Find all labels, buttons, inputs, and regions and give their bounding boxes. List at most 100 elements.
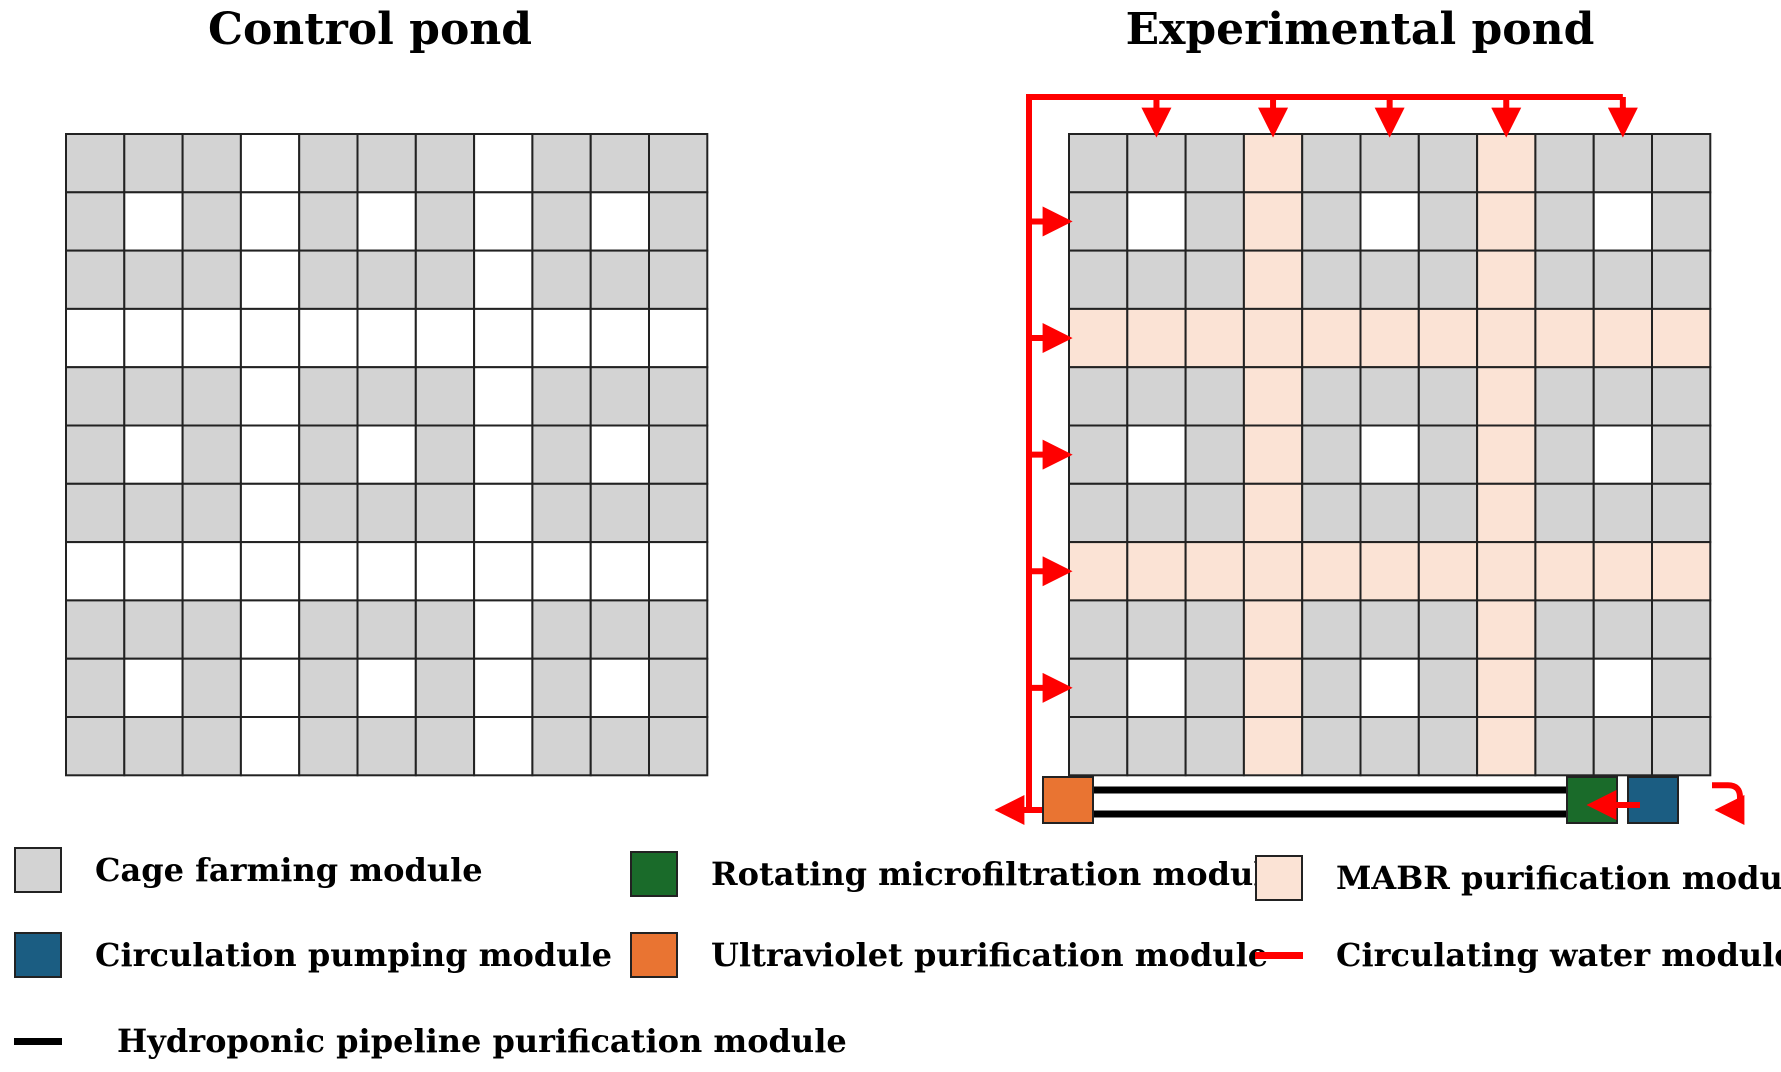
cage-cell [1301, 191, 1362, 252]
empty-cell [239, 366, 301, 427]
cage-cell [1301, 657, 1362, 719]
mabr-cell [1359, 307, 1420, 369]
cage-cell [1068, 657, 1129, 719]
cage-cell [1534, 716, 1595, 777]
circulation-pumping-swatch [14, 932, 62, 978]
empty-cell [65, 307, 126, 369]
empty-cell [123, 307, 184, 369]
mabr-cell [1242, 541, 1304, 602]
cage-cell [1534, 366, 1595, 427]
cage-cell [414, 133, 476, 194]
empty-cell [239, 541, 301, 602]
cage-cell [414, 366, 476, 427]
cage-cell [1301, 716, 1362, 777]
cage-cell [414, 191, 476, 252]
cage-cell [65, 716, 126, 777]
empty-cell [239, 424, 301, 485]
cage-cell [531, 716, 592, 777]
cage-cell [414, 424, 476, 485]
cage-cell [1184, 599, 1245, 660]
cage-cell [531, 482, 592, 544]
legend-label: Cage farming module [95, 851, 483, 889]
empty-cell [1359, 424, 1420, 485]
cage-cell [1126, 599, 1187, 660]
cage-cell [298, 366, 359, 427]
cage-cell [1184, 366, 1245, 427]
cage-cell [65, 191, 126, 252]
legend-ultraviolet: Ultraviolet purification module [630, 929, 1268, 981]
mabr-cell [1651, 541, 1712, 602]
cage-cell [298, 599, 359, 660]
cage-cell [1068, 249, 1129, 310]
legend-mabr: MABR purification module [1255, 852, 1781, 904]
cage-cell [1359, 366, 1420, 427]
mabr-cell [1476, 366, 1537, 427]
empty-cell [473, 657, 534, 719]
rotating-microfiltration-swatch [630, 851, 678, 897]
empty-cell [1592, 191, 1653, 252]
cage-cell [1417, 191, 1479, 252]
empty-cell [239, 482, 301, 544]
cage-cell [181, 133, 242, 194]
cage-cell [1534, 133, 1595, 194]
empty-cell [414, 307, 476, 369]
empty-cell [1126, 424, 1187, 485]
cage-cell [1651, 599, 1712, 660]
cage-farming-swatch [14, 847, 62, 893]
cage-cell [298, 133, 359, 194]
empty-cell [239, 599, 301, 660]
cage-cell [648, 716, 709, 777]
mabr-cell [1476, 133, 1537, 194]
mabr-cell [1068, 307, 1129, 369]
mabr-cell [1242, 482, 1304, 544]
cage-cell [1301, 133, 1362, 194]
cage-cell [65, 133, 126, 194]
cage-cell [123, 366, 184, 427]
empty-cell [1359, 191, 1420, 252]
cage-cell [1126, 366, 1187, 427]
mabr-cell [1359, 541, 1420, 602]
cage-cell [65, 599, 126, 660]
control-pond-title: Control pond [207, 4, 533, 55]
empty-cell [589, 541, 651, 602]
empty-cell [356, 424, 417, 485]
mabr-cell [1068, 541, 1129, 602]
mabr-cell [1242, 424, 1304, 485]
cage-cell [181, 366, 242, 427]
empty-cell [65, 541, 126, 602]
cage-cell [298, 249, 359, 310]
cage-cell [123, 482, 184, 544]
cage-cell [356, 599, 417, 660]
cage-cell [531, 657, 592, 719]
cage-cell [1651, 249, 1712, 310]
cage-cell [181, 716, 242, 777]
cage-cell [1126, 716, 1187, 777]
empty-cell [589, 657, 651, 719]
cage-cell [1417, 366, 1479, 427]
cage-cell [1126, 482, 1187, 544]
cage-cell [1592, 482, 1653, 544]
empty-cell [356, 541, 417, 602]
legend-label: Ultraviolet purification module [711, 936, 1269, 974]
ultraviolet-module [1042, 776, 1094, 824]
cage-cell [1651, 657, 1712, 719]
legend-label: Circulating water module [1336, 936, 1781, 974]
cage-cell [1068, 191, 1129, 252]
mabr-cell [1417, 307, 1479, 369]
cage-cell [531, 191, 592, 252]
cage-cell [1184, 424, 1245, 485]
cage-cell [1534, 191, 1595, 252]
empty-cell [473, 307, 534, 369]
mabr-cell [1242, 249, 1304, 310]
cage-cell [648, 424, 709, 485]
cage-cell [123, 716, 184, 777]
cage-cell [1359, 133, 1420, 194]
cage-cell [531, 424, 592, 485]
empty-cell [473, 133, 534, 194]
cage-cell [1126, 133, 1187, 194]
cage-cell [1534, 249, 1595, 310]
empty-cell [239, 133, 301, 194]
cage-cell [1184, 133, 1245, 194]
cage-cell [1534, 424, 1595, 485]
legend-circulation-pumping: Circulation pumping module [14, 929, 612, 981]
